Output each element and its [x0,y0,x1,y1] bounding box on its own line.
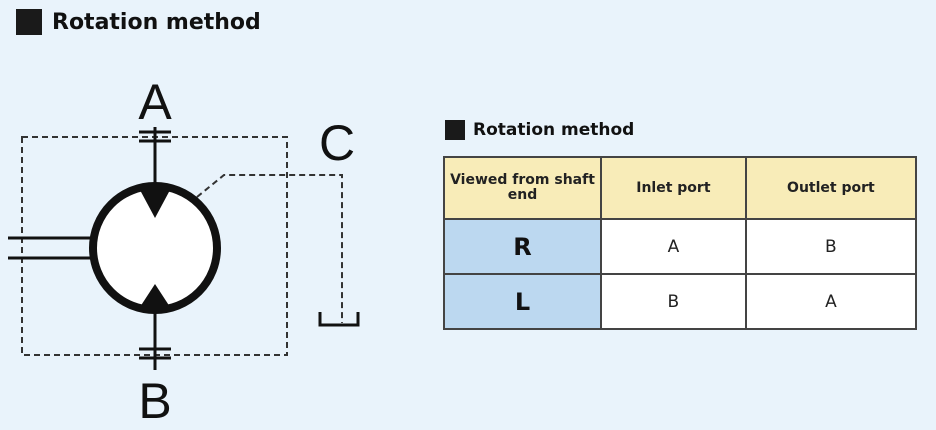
row-inlet: B [600,273,747,330]
page-title-text: Rotation method [52,9,261,35]
header-viewed-from-shaft-end: Viewed from shaft end [443,156,602,220]
title-bullet-square [16,9,42,35]
port-c-label: C [319,115,355,171]
row-direction: R [443,218,602,275]
row-inlet: A [600,218,747,275]
tank-symbol [318,312,360,327]
table-row: L B A [443,273,918,330]
table-title-bullet-square [445,120,465,140]
table-header-row: Viewed from shaft end Inlet port Outlet … [443,156,918,220]
header-outlet-port: Outlet port [744,156,918,220]
rotation-table: Viewed from shaft end Inlet port Outlet … [443,156,918,330]
row-direction: L [443,273,602,330]
row-outlet: A [744,273,918,330]
header-inlet-port: Inlet port [600,156,747,220]
page-title: Rotation method [16,9,261,35]
inlet-triangle-icon [140,190,170,218]
motor-circle [89,182,221,314]
port-a-label: A [138,74,172,130]
table-title: Rotation method [445,120,634,140]
outlet-triangle-icon [140,284,170,307]
port-b-label: B [138,373,171,429]
drain-dashed-line [196,174,343,323]
table-title-text: Rotation method [473,120,635,140]
row-outlet: B [744,218,918,275]
table-row: R A B [443,218,918,275]
